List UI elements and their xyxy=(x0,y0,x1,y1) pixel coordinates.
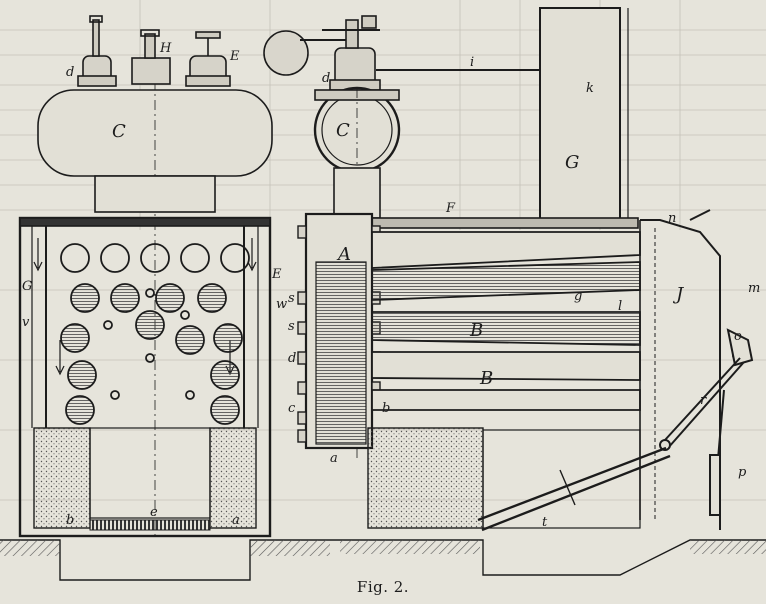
label-right-top-plate-f: F xyxy=(445,201,456,216)
label-right-door-o: o xyxy=(734,329,742,344)
label-left-drum: C xyxy=(112,121,126,142)
label-right-casing-m: m xyxy=(748,281,760,296)
left-view-labels: C d H E G E v w b e a xyxy=(22,41,287,528)
right-view-labels: C d i k G F A s s d c b a g l B B n m J … xyxy=(288,55,760,530)
label-right-casing-j: J xyxy=(672,284,685,305)
label-right-header-b: b xyxy=(382,401,390,416)
label-right-door-t: t xyxy=(542,515,548,530)
label-right-tube-b-lower: B xyxy=(479,368,493,389)
label-right-casing-n: n xyxy=(668,211,676,226)
label-right-header-c: c xyxy=(288,401,296,416)
left-grate xyxy=(89,519,211,531)
label-right-rod-i: i xyxy=(470,55,474,70)
chimney xyxy=(539,7,621,221)
water-tubes xyxy=(371,231,641,411)
label-right-header-a-small: a xyxy=(330,451,338,466)
right-longitudinal-section xyxy=(263,7,766,576)
label-right-header-s1: s xyxy=(288,291,295,306)
label-left-valve-h: H xyxy=(159,41,172,56)
label-right-tube-g: g xyxy=(574,289,582,304)
label-right-header-d: d xyxy=(288,351,296,366)
label-right-rod-k: k xyxy=(586,81,594,96)
left-valve-e xyxy=(185,31,231,87)
label-right-chimney-g: G xyxy=(565,152,579,173)
left-cross-section xyxy=(0,15,330,581)
label-right-tube-b-upper: B xyxy=(469,320,483,341)
label-left-grate-b: b xyxy=(66,513,74,528)
label-right-door-p: p xyxy=(738,465,747,480)
label-left-valve-e: E xyxy=(229,49,240,64)
label-right-header-s2: s xyxy=(288,319,295,334)
left-valve-h xyxy=(131,29,171,85)
label-right-door-r: r xyxy=(700,393,707,408)
label-left-inner-wall-e: E xyxy=(271,267,282,282)
figure-caption: Fig. 2. xyxy=(356,578,410,596)
label-right-drum: C xyxy=(336,120,350,141)
label-left-outer-v: v xyxy=(22,315,30,330)
label-right-tube-l: l xyxy=(618,299,622,314)
label-left-grate-e: e xyxy=(150,505,158,520)
left-tube-bank xyxy=(60,243,250,425)
label-left-grate-a: a xyxy=(232,513,240,528)
label-right-valve-d: d xyxy=(322,71,330,86)
gauge-ball xyxy=(263,30,309,76)
label-left-inner-wall-g: G xyxy=(22,279,32,294)
label-left-valve-d: d xyxy=(66,65,74,80)
label-right-header-a: A xyxy=(336,244,351,265)
left-valve-d xyxy=(77,15,117,87)
label-left-outer-w: w xyxy=(276,297,287,312)
door-linkage xyxy=(659,328,754,516)
